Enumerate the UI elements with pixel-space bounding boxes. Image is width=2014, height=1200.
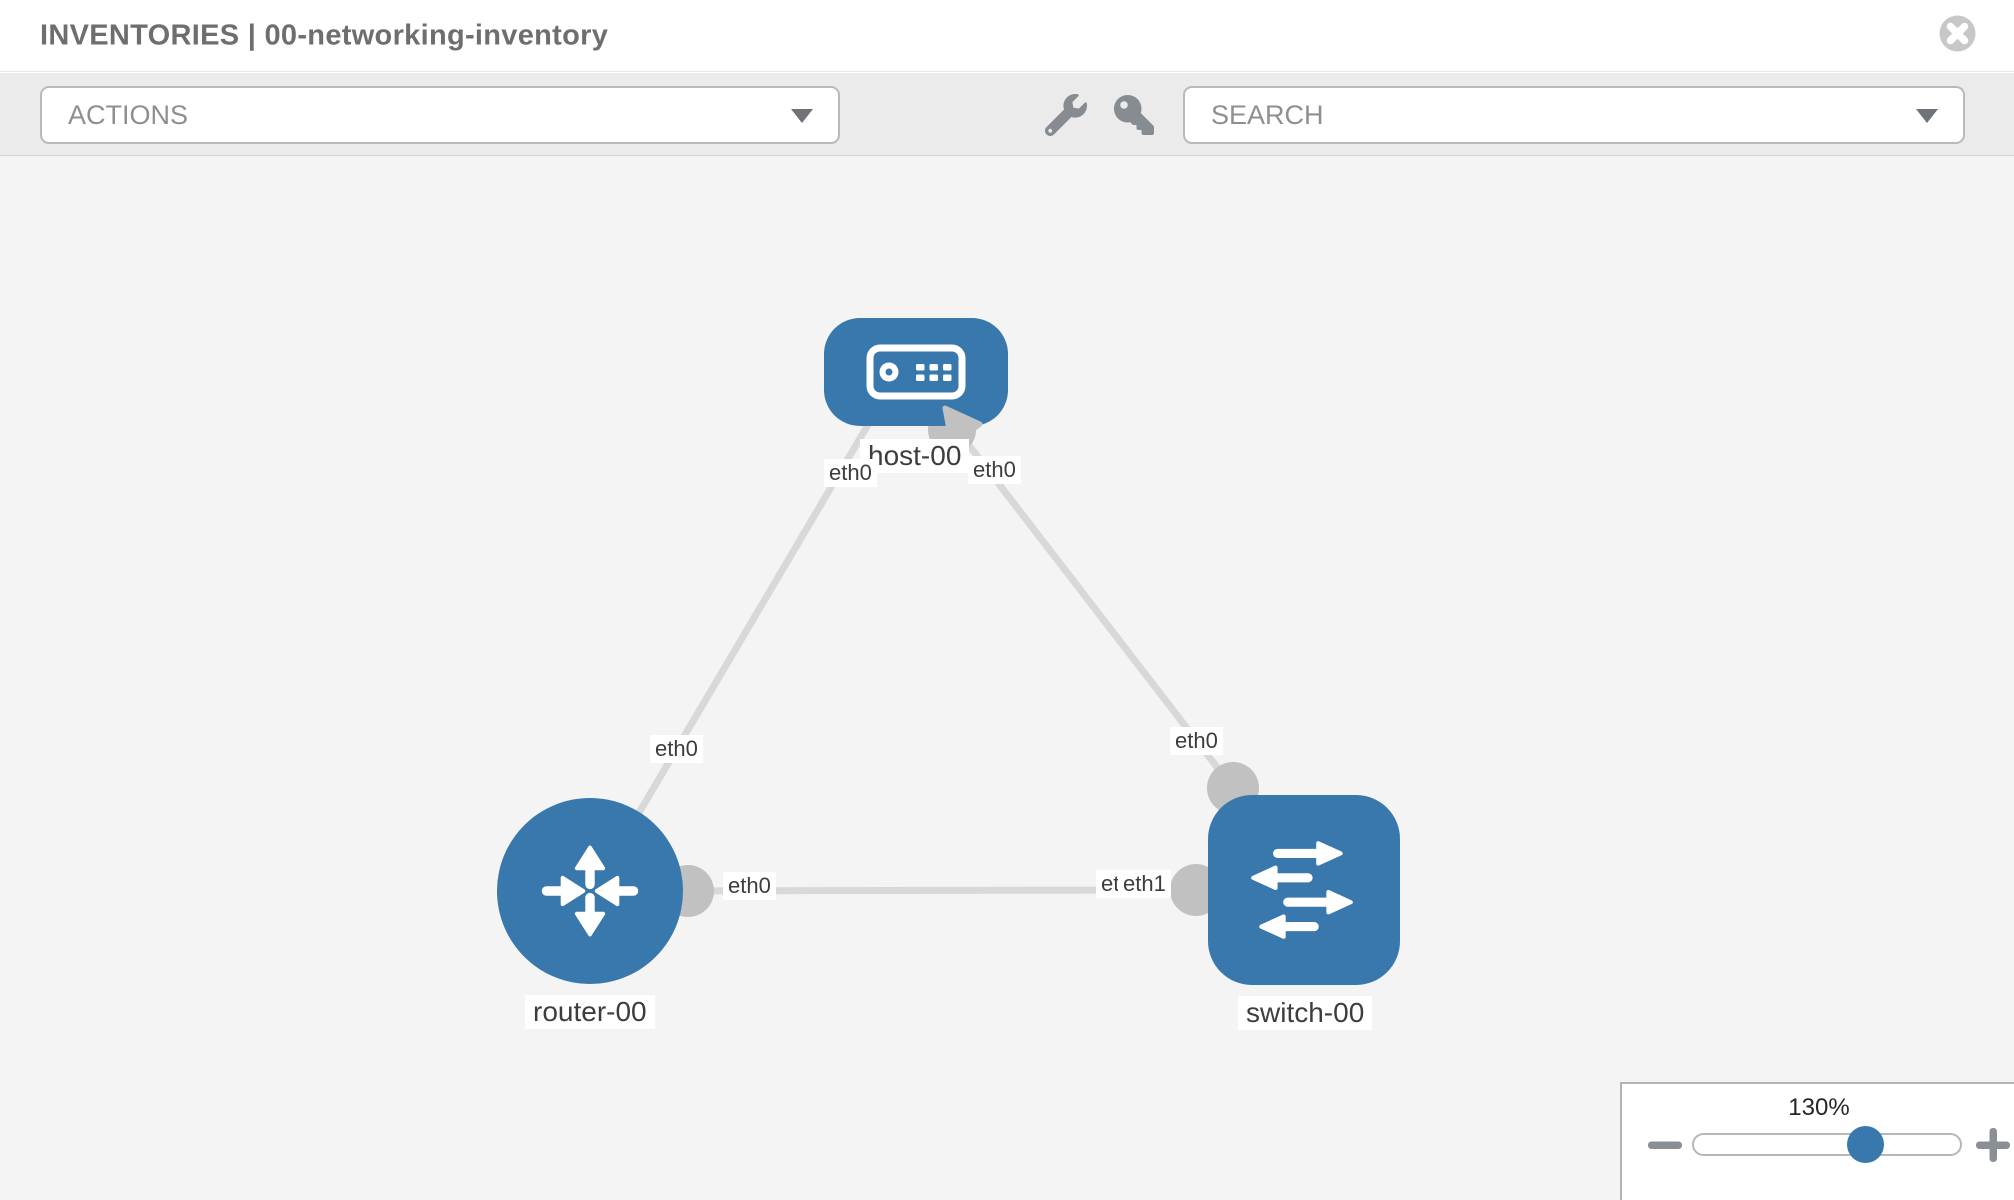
toolbar: ACTIONS SEARCH [0, 73, 2014, 156]
link-arrowhead-icon [942, 405, 983, 449]
zoom-slider-track[interactable] [1692, 1133, 1962, 1156]
topology-canvas[interactable]: host-00 router-00 switch-00 eth0 eth0 et… [0, 156, 2014, 1200]
port-label: eth0 [968, 456, 1021, 484]
search-dropdown-label: SEARCH [1211, 99, 1324, 130]
window-titlebar: INVENTORIES | 00-networking-inventory [0, 0, 2014, 72]
router-icon [541, 845, 639, 937]
actions-dropdown-label: ACTIONS [68, 99, 189, 130]
port-label-pair: eth0 eth1 [1096, 870, 1196, 900]
close-icon [1939, 15, 1976, 52]
node-switch-00[interactable] [1208, 795, 1400, 985]
key-icon [1114, 94, 1154, 135]
node-label-router: router-00 [525, 995, 655, 1029]
port-label: eth0 [824, 459, 877, 487]
port-label: eth0 [723, 872, 776, 900]
chevron-down-icon [1916, 109, 1938, 123]
plus-icon [1976, 1128, 2010, 1162]
node-router-00[interactable] [497, 798, 683, 984]
port-label: eth1 [1118, 870, 1171, 898]
search-dropdown[interactable]: SEARCH [1183, 86, 1965, 144]
port-label: eth0 [1170, 727, 1223, 755]
credentials-button[interactable] [1112, 94, 1156, 138]
zoom-panel: 130% [1620, 1082, 2014, 1200]
actions-dropdown[interactable]: ACTIONS [40, 86, 840, 144]
tools-button[interactable] [1044, 94, 1088, 138]
zoom-in-button[interactable] [1974, 1126, 2012, 1164]
minus-icon [1648, 1141, 1682, 1149]
chevron-down-icon [791, 109, 813, 123]
page-title: INVENTORIES | 00-networking-inventory [40, 19, 609, 51]
node-host-00[interactable] [824, 318, 1008, 426]
port-label: eth0 [650, 735, 703, 763]
zoom-slider-thumb[interactable] [1847, 1126, 1884, 1163]
wrench-icon [1044, 94, 1087, 137]
host-icon [866, 344, 966, 400]
zoom-out-button[interactable] [1646, 1126, 1684, 1164]
close-button[interactable] [1939, 15, 1976, 52]
node-label-switch: switch-00 [1238, 996, 1373, 1030]
switch-icon [1251, 841, 1353, 939]
zoom-level: 130% [1788, 1094, 1850, 1121]
node-label-host: host-00 [860, 439, 970, 473]
